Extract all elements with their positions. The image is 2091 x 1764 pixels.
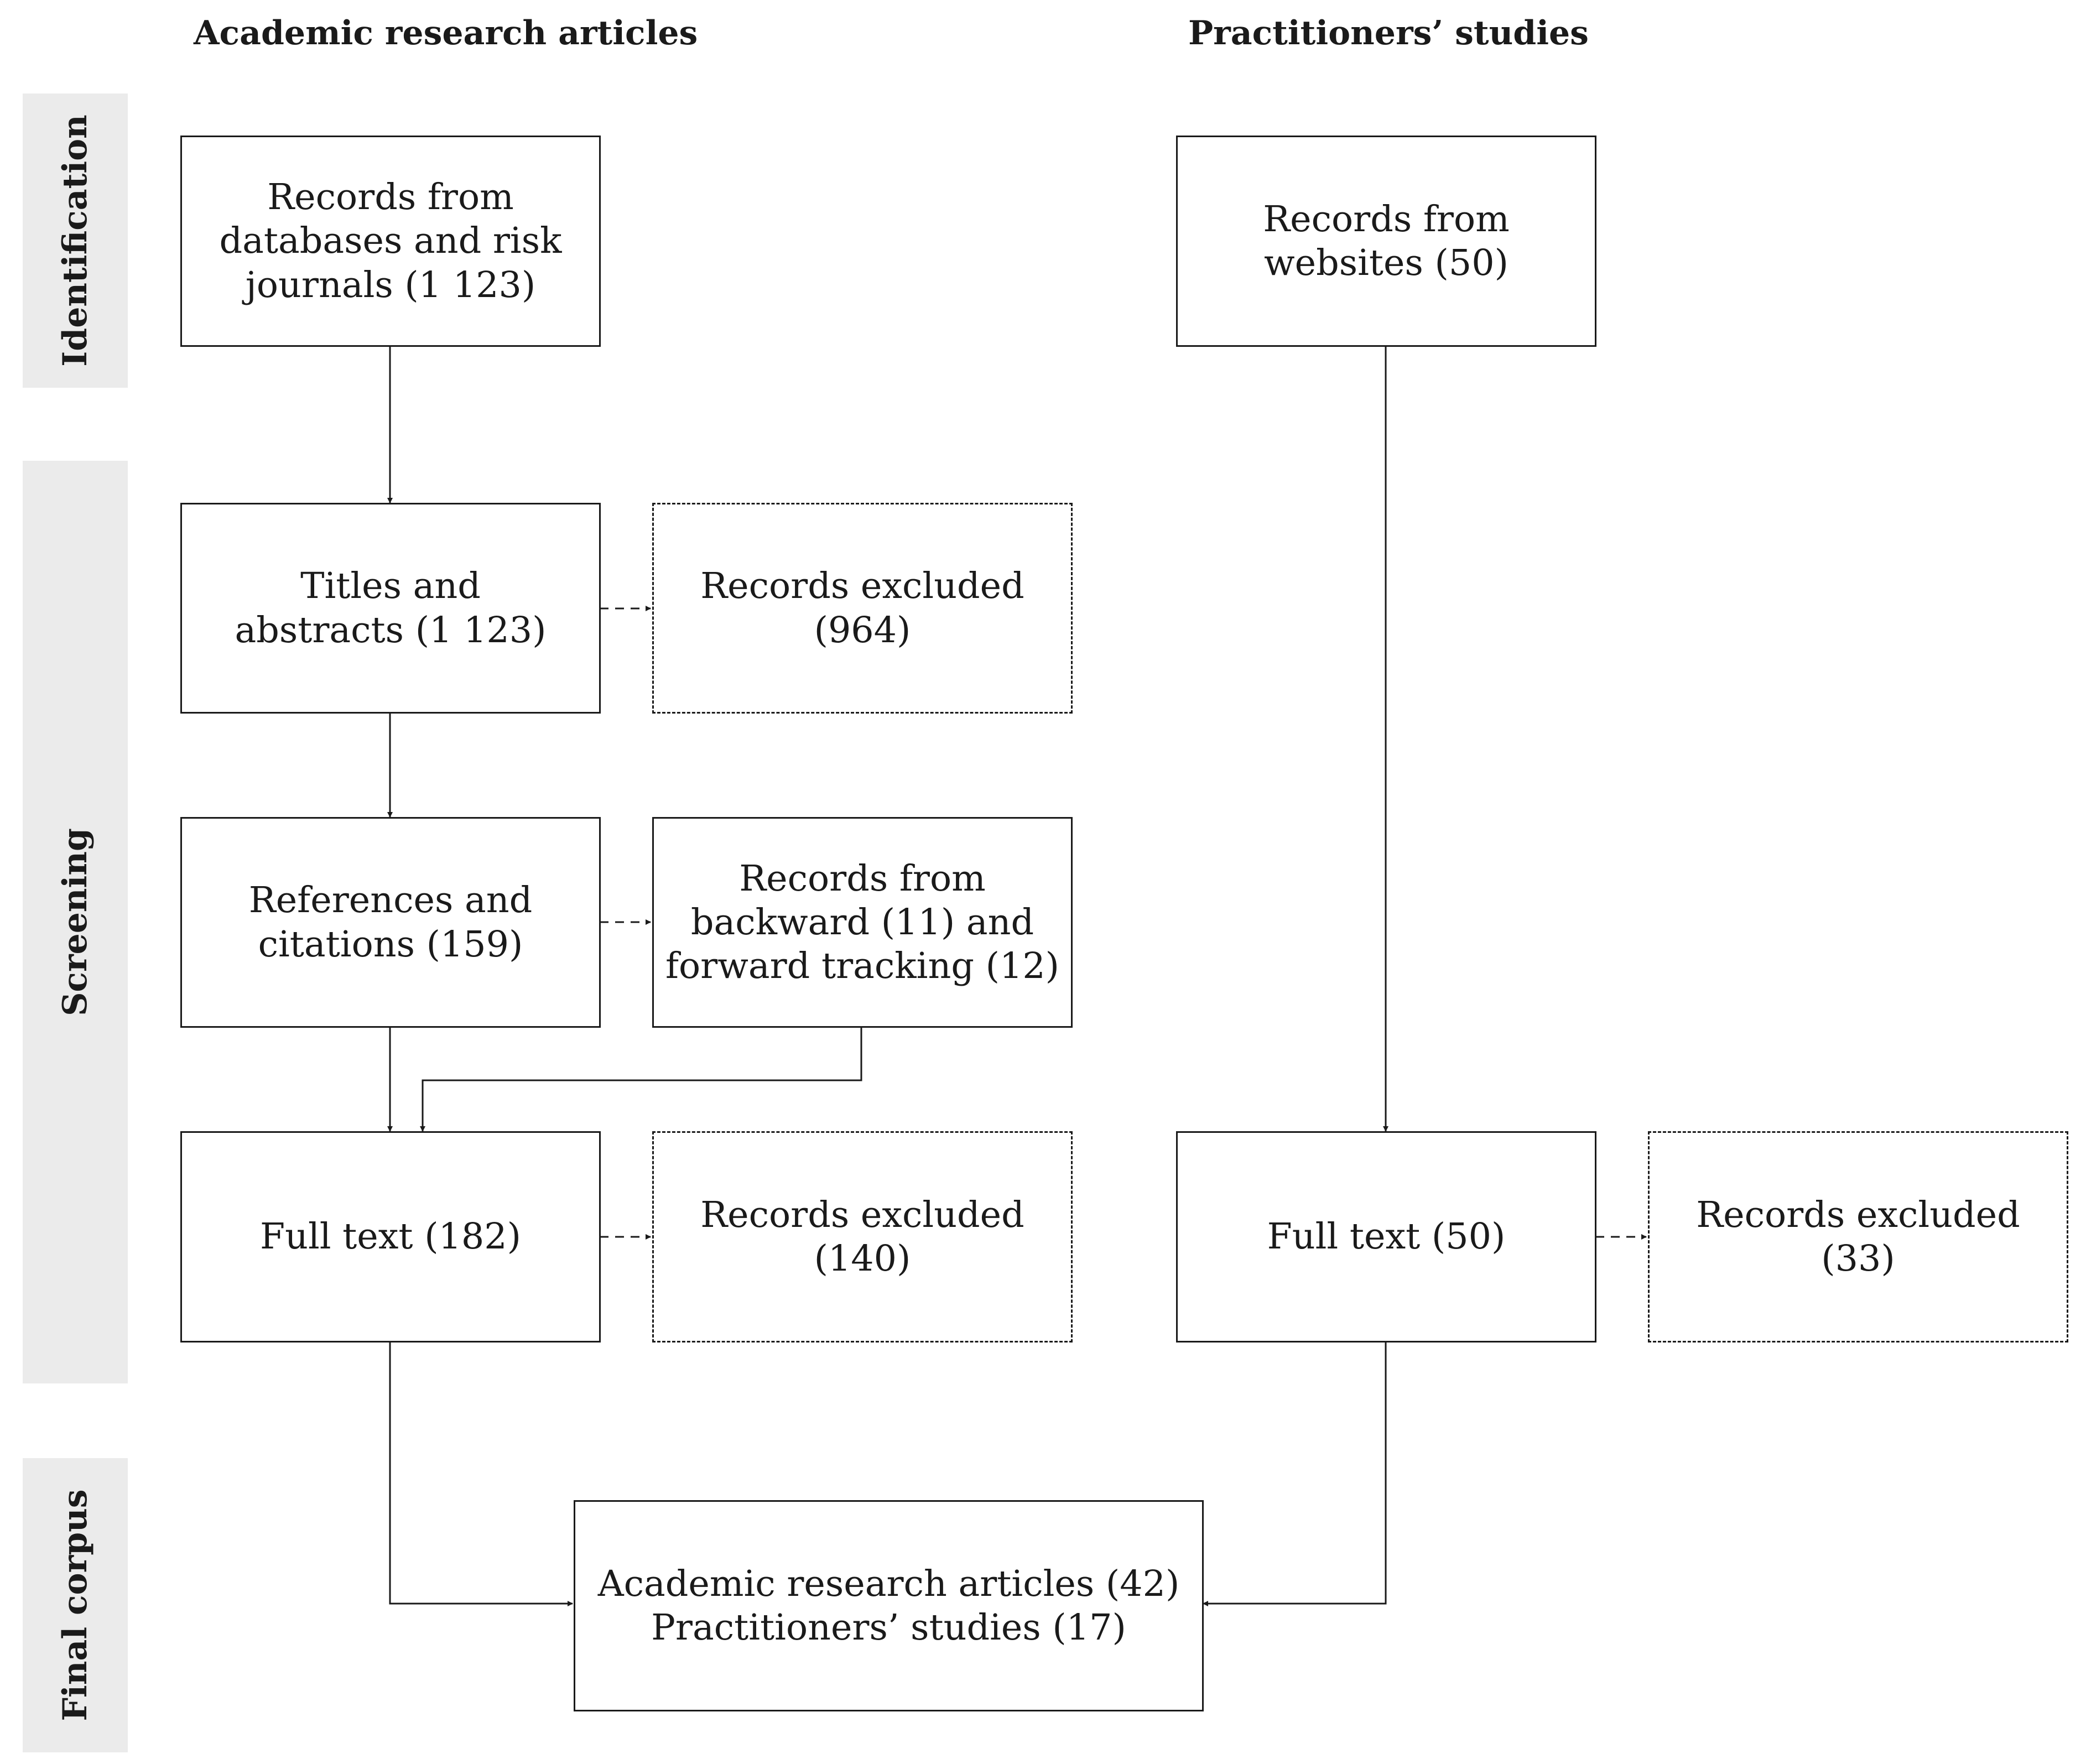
backward-forward-tracking-box: Records from backward (11) and forward t…	[652, 817, 1073, 1028]
full-text-50-box: Full text (50)	[1176, 1131, 1596, 1342]
academic-column-header: Academic research articles	[194, 14, 698, 53]
records-databases-text: Records from databases and risk journals…	[219, 176, 562, 306]
records-databases-box: Records from databases and risk journals…	[180, 136, 601, 347]
excluded-140-text: Records excluded (140)	[700, 1194, 1024, 1279]
screening-label: Screening	[56, 828, 95, 1016]
references-citations-text: References and citations (159)	[248, 880, 533, 965]
practitioners-column-header: Practitioners’ studies	[1188, 14, 1589, 53]
final-corpus-text: Academic research articles (42) Practiti…	[597, 1563, 1180, 1648]
identification-band: Identification	[23, 93, 128, 388]
arrow-fulltext50-to-final	[1203, 1341, 1387, 1606]
full-text-50-text: Full text (50)	[1267, 1216, 1506, 1258]
titles-abstracts-text: Titles and abstracts (1 123)	[235, 565, 547, 651]
excluded-140-box: Records excluded (140)	[652, 1131, 1073, 1342]
references-citations-box: References and citations (159)	[180, 817, 601, 1028]
identification-label: Identification	[56, 115, 95, 367]
screening-band: Screening	[23, 461, 128, 1383]
records-websites-box: Records from websites (50)	[1176, 136, 1596, 347]
final-corpus-band: Final corpus	[23, 1458, 128, 1752]
full-text-182-box: Full text (182)	[180, 1131, 601, 1342]
excluded-33-text: Records excluded (33)	[1696, 1194, 2020, 1279]
excluded-964-box: Records excluded (964)	[652, 503, 1073, 714]
backward-forward-tracking-text: Records from backward (11) and forward t…	[665, 857, 1060, 987]
records-websites-text: Records from websites (50)	[1263, 198, 1510, 284]
final-corpus-label: Final corpus	[56, 1489, 95, 1721]
arrow-tracking-to-fulltext	[420, 1027, 862, 1132]
titles-abstracts-box: Titles and abstracts (1 123)	[180, 503, 601, 714]
full-text-182-text: Full text (182)	[259, 1216, 521, 1258]
arrow-fulltext182-to-final	[389, 1341, 573, 1606]
excluded-33-box: Records excluded (33)	[1648, 1131, 2068, 1342]
final-corpus-box: Academic research articles (42) Practiti…	[574, 1500, 1204, 1711]
excluded-964-text: Records excluded (964)	[700, 565, 1024, 651]
